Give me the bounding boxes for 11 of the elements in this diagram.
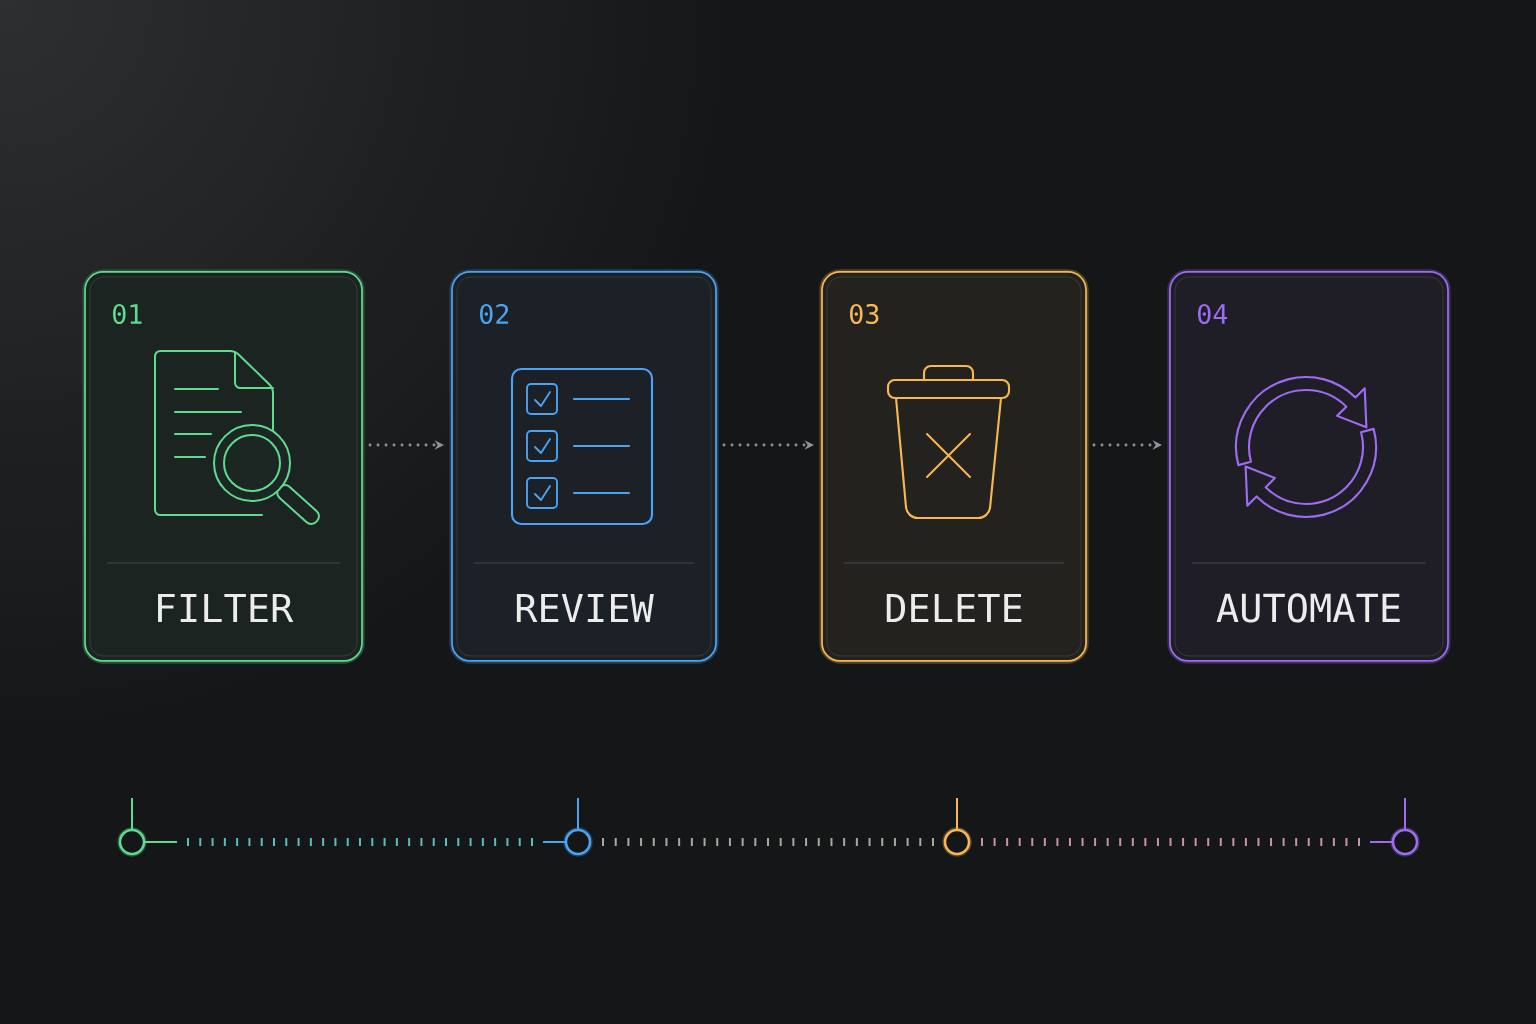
- step-number: 03: [850, 303, 879, 325]
- step-number: 01: [113, 303, 142, 325]
- dotted-line: [602, 838, 934, 846]
- dotted-line: [981, 838, 1360, 846]
- step-label: AUTOMATE: [1216, 593, 1400, 623]
- step-label: FILTER: [158, 593, 294, 623]
- step-number: 02: [480, 303, 509, 325]
- step-label: REVIEW: [516, 593, 654, 623]
- dotted-line: [187, 838, 533, 846]
- step-label: DELETE: [886, 593, 1022, 623]
- step-number: 04: [1198, 303, 1228, 325]
